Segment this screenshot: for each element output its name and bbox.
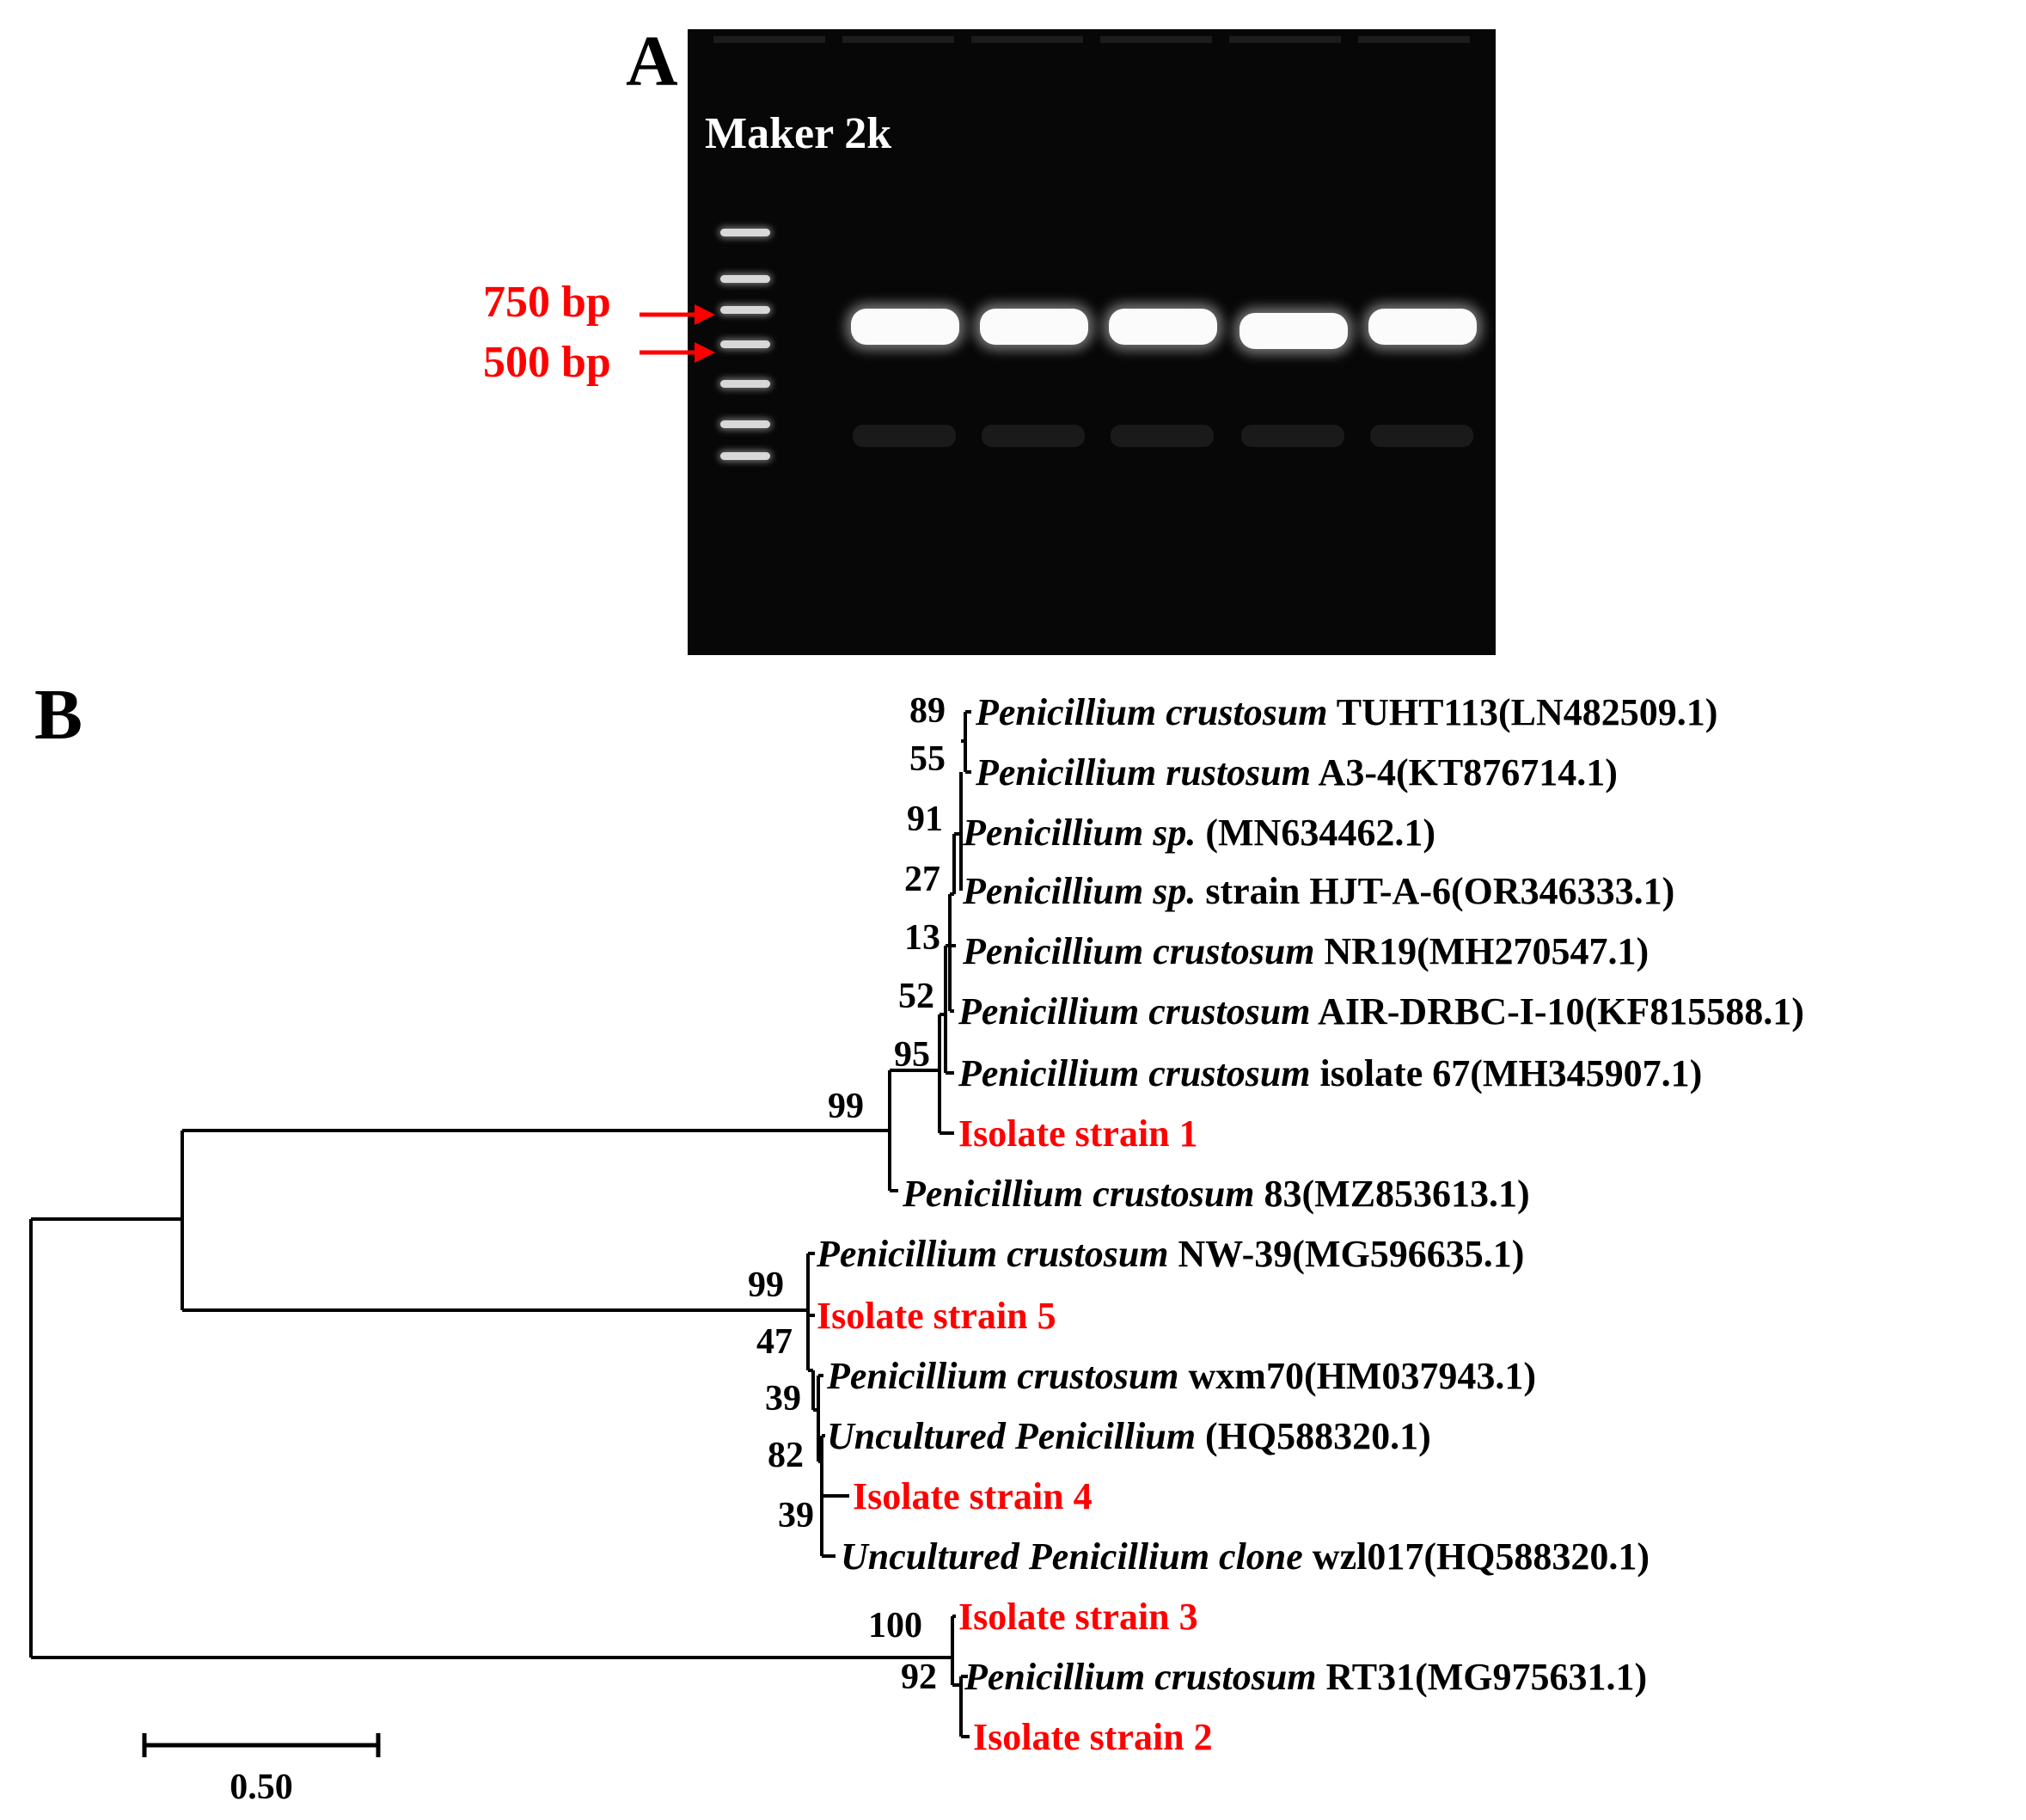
panel-a-letter: A [626,21,678,101]
gel-well [1358,36,1470,43]
tip-label: Isolate strain 5 [817,1295,1056,1337]
tip-label: Penicillium crustosum AIR-DRBC-I-10(KF81… [958,990,1804,1033]
tip-label: Penicillium crustosum 83(MZ853613.1) [902,1173,1530,1215]
ladder-band [720,275,770,283]
bootstrap-value: 99 [748,1265,784,1305]
bootstrap-value: 82 [768,1436,804,1475]
sample-band-lane-1 [851,309,959,345]
tip-label: Isolate strain 4 [853,1475,1093,1517]
bp-label-500: 500 bp [483,338,611,387]
bootstrap-value: 13 [904,918,940,958]
tip-label: Penicillium crustosum NR19(MH270547.1) [962,930,1649,972]
bootstrap-value: 55 [909,739,946,779]
bootstrap-value: 39 [765,1379,801,1419]
tip-label: Isolate strain 3 [958,1596,1198,1638]
tip-label: Penicillium crustosum isolate 67(MH34590… [958,1052,1702,1094]
bootstrap-value: 91 [907,800,943,839]
primer-dimer-band [1241,425,1344,447]
ladder-band [720,340,770,348]
tip-label: Isolate strain 1 [958,1112,1198,1155]
tip-label: Penicillium crustosum TUHT113(LN482509.1… [975,691,1717,733]
bootstrap-values: 89 55 91 27 13 52 95 99 99 47 39 82 39 100 92 [748,691,946,1697]
gel-well [713,36,825,43]
bootstrap-value: 52 [898,977,934,1016]
primer-dimer-band [982,425,1085,447]
tip-label: Uncultured Penicillium clone wzl017(HQ58… [841,1535,1650,1578]
bp-arrows [640,304,715,363]
primer-dimer-band [1111,425,1214,447]
bootstrap-value: 99 [828,1087,864,1126]
tip-label: Uncultured Penicillium (HQ588320.1) [827,1415,1431,1457]
tree-branches [29,710,971,1738]
gel-well [971,36,1083,43]
ladder-band [720,452,770,460]
primer-dimer-band [853,425,956,447]
bootstrap-value: 89 [909,691,946,731]
arrow-750-icon [640,304,715,325]
tip-label: Penicillium rustosum A3-4(KT876714.1) [975,751,1618,794]
bootstrap-value: 95 [894,1035,930,1075]
bootstrap-value: 39 [778,1496,814,1535]
gel-well [842,36,954,43]
primer-dimer-band [1370,425,1473,447]
tip-label: Penicillium crustosum wxm70(HM037943.1) [826,1355,1536,1397]
sample-band-lane-4 [1239,313,1348,349]
panel-b-letter: B [34,675,83,755]
ladder-band [720,380,770,388]
bp-label-750: 750 bp [483,278,611,327]
tip-label: Penicillium sp. (MN634462.1) [962,812,1435,854]
gel-image: Maker 2k [688,29,1496,655]
tip-label: Isolate strain 2 [973,1716,1213,1758]
tip-label: Penicillium sp. strain HJT-A-6(OR346333.… [962,870,1674,912]
ladder-band [720,229,770,236]
sample-band-lane-3 [1109,309,1217,345]
gel-well [1229,36,1341,43]
bootstrap-value: 100 [868,1606,922,1645]
ladder-band [720,420,770,428]
tip-label: Penicillium crustosum NW-39(MG596635.1) [816,1233,1524,1275]
bootstrap-value: 27 [904,860,940,899]
arrow-500-icon [640,342,715,363]
scale-bar: 0.50 [142,1733,381,1807]
ladder-band [720,306,770,314]
scale-bar-label: 0.50 [230,1768,293,1807]
sample-band-lane-5 [1368,309,1477,345]
bootstrap-value: 47 [756,1322,793,1362]
bootstrap-value: 92 [901,1658,937,1697]
marker-label: Maker 2k [705,109,892,158]
tip-label: Penicillium crustosum RT31(MG975631.1) [964,1656,1647,1698]
tip-labels: Penicillium crustosum TUHT113(LN482509.1… [816,691,1804,1758]
gel-well [1100,36,1212,43]
sample-band-lane-2 [980,309,1088,345]
